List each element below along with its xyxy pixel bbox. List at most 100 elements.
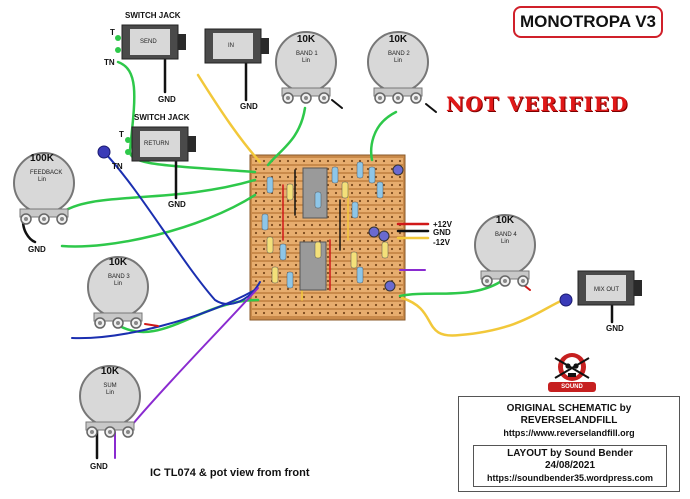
board-hole: [286, 287, 290, 291]
board-hole: [254, 311, 258, 315]
board-hole: [390, 207, 394, 211]
board-hole: [270, 303, 274, 307]
board-hole: [390, 191, 394, 195]
board-hole: [294, 239, 298, 243]
board-hole: [334, 215, 338, 219]
capacitor: [381, 241, 389, 259]
board-hole: [318, 295, 322, 299]
board-hole: [366, 271, 370, 275]
board-hole: [374, 271, 378, 275]
board-hole: [358, 183, 362, 187]
board-hole: [278, 279, 282, 283]
power-gnd-label: GND: [433, 228, 451, 237]
board-hole: [318, 159, 322, 163]
board-hole: [302, 231, 306, 235]
feedback-value: 100K: [30, 153, 54, 164]
board-hole: [390, 295, 394, 299]
electrolytic-capacitor: [378, 230, 390, 242]
board-hole: [366, 191, 370, 195]
board-hole: [358, 287, 362, 291]
electrolytic-capacitor: [392, 164, 404, 176]
board-hole: [390, 271, 394, 275]
board-hole: [318, 231, 322, 235]
board-hole: [342, 303, 346, 307]
board-hole: [278, 231, 282, 235]
jacks: [97, 24, 642, 307]
board-hole: [358, 247, 362, 251]
board-hole: [342, 255, 346, 259]
warning-label: NOT VERIFIED: [446, 92, 629, 116]
feedback-taper: Lin: [37, 177, 46, 183]
board-hole: [270, 223, 274, 227]
return-t-label: T: [119, 130, 124, 139]
board-hole: [262, 191, 266, 195]
skull-icon: [554, 353, 590, 381]
board-hole: [334, 279, 338, 283]
board-hole: [310, 223, 314, 227]
board-hole: [262, 311, 266, 315]
board-hole: [286, 207, 290, 211]
board-hole: [262, 167, 266, 171]
board-hole: [254, 239, 258, 243]
wire-blue-return: [103, 151, 261, 305]
credit-url2: https://soundbender35.wordpress.com: [486, 473, 654, 483]
board-hole: [374, 287, 378, 291]
board-hole: [286, 159, 290, 163]
board-hole: [278, 239, 282, 243]
board-hole: [374, 263, 378, 267]
board-hole: [358, 159, 362, 163]
board-hole: [374, 311, 378, 315]
board-hole: [278, 271, 282, 275]
send-tn-label: TN: [104, 58, 115, 67]
board-hole: [390, 183, 394, 187]
board-hole: [286, 199, 290, 203]
board-hole: [390, 255, 394, 259]
board-hole: [262, 175, 266, 179]
board-hole: [318, 303, 322, 307]
board-hole: [278, 295, 282, 299]
board-hole: [278, 183, 282, 187]
return-jack-title: SWITCH JACK: [134, 113, 190, 122]
board-hole: [342, 295, 346, 299]
board-hole: [342, 247, 346, 251]
board-hole: [390, 223, 394, 227]
board-hole: [302, 311, 306, 315]
board-hole: [382, 159, 386, 163]
in-gnd-label: GND: [240, 102, 258, 111]
board-hole: [286, 215, 290, 219]
board-hole: [366, 199, 370, 203]
layout-credit-box: LAYOUT by Sound Bender 24/08/2021 https:…: [473, 445, 667, 487]
band3-taper: Lin: [113, 281, 122, 287]
board-hole: [262, 199, 266, 203]
board-hole: [326, 287, 330, 291]
wire-purple-sum: [131, 287, 259, 426]
band1-taper: Lin: [301, 58, 310, 64]
board-hole: [326, 255, 330, 259]
board-hole: [262, 255, 266, 259]
board-hole: [342, 159, 346, 163]
board-hole: [278, 167, 282, 171]
ic-tl074-2: [299, 241, 327, 291]
board-hole: [278, 199, 282, 203]
sound-bender-logo: SOUND BENDER: [547, 352, 597, 400]
board-hole: [350, 199, 354, 203]
board-hole: [382, 175, 386, 179]
in-jack: [204, 28, 269, 64]
board-hole: [254, 215, 258, 219]
board-hole: [262, 247, 266, 251]
board-hole: [390, 215, 394, 219]
resistor: [356, 266, 364, 284]
board-hole: [358, 223, 362, 227]
board-hole: [350, 279, 354, 283]
board-hole: [294, 303, 298, 307]
board-hole: [398, 215, 402, 219]
board-hole: [358, 215, 362, 219]
board-hole: [374, 207, 378, 211]
board-hole: [398, 207, 402, 211]
board-hole: [254, 247, 258, 251]
capacitor: [341, 181, 349, 199]
board-hole: [342, 311, 346, 315]
board-hole: [294, 311, 298, 315]
board-hole: [294, 223, 298, 227]
board-hole: [350, 295, 354, 299]
